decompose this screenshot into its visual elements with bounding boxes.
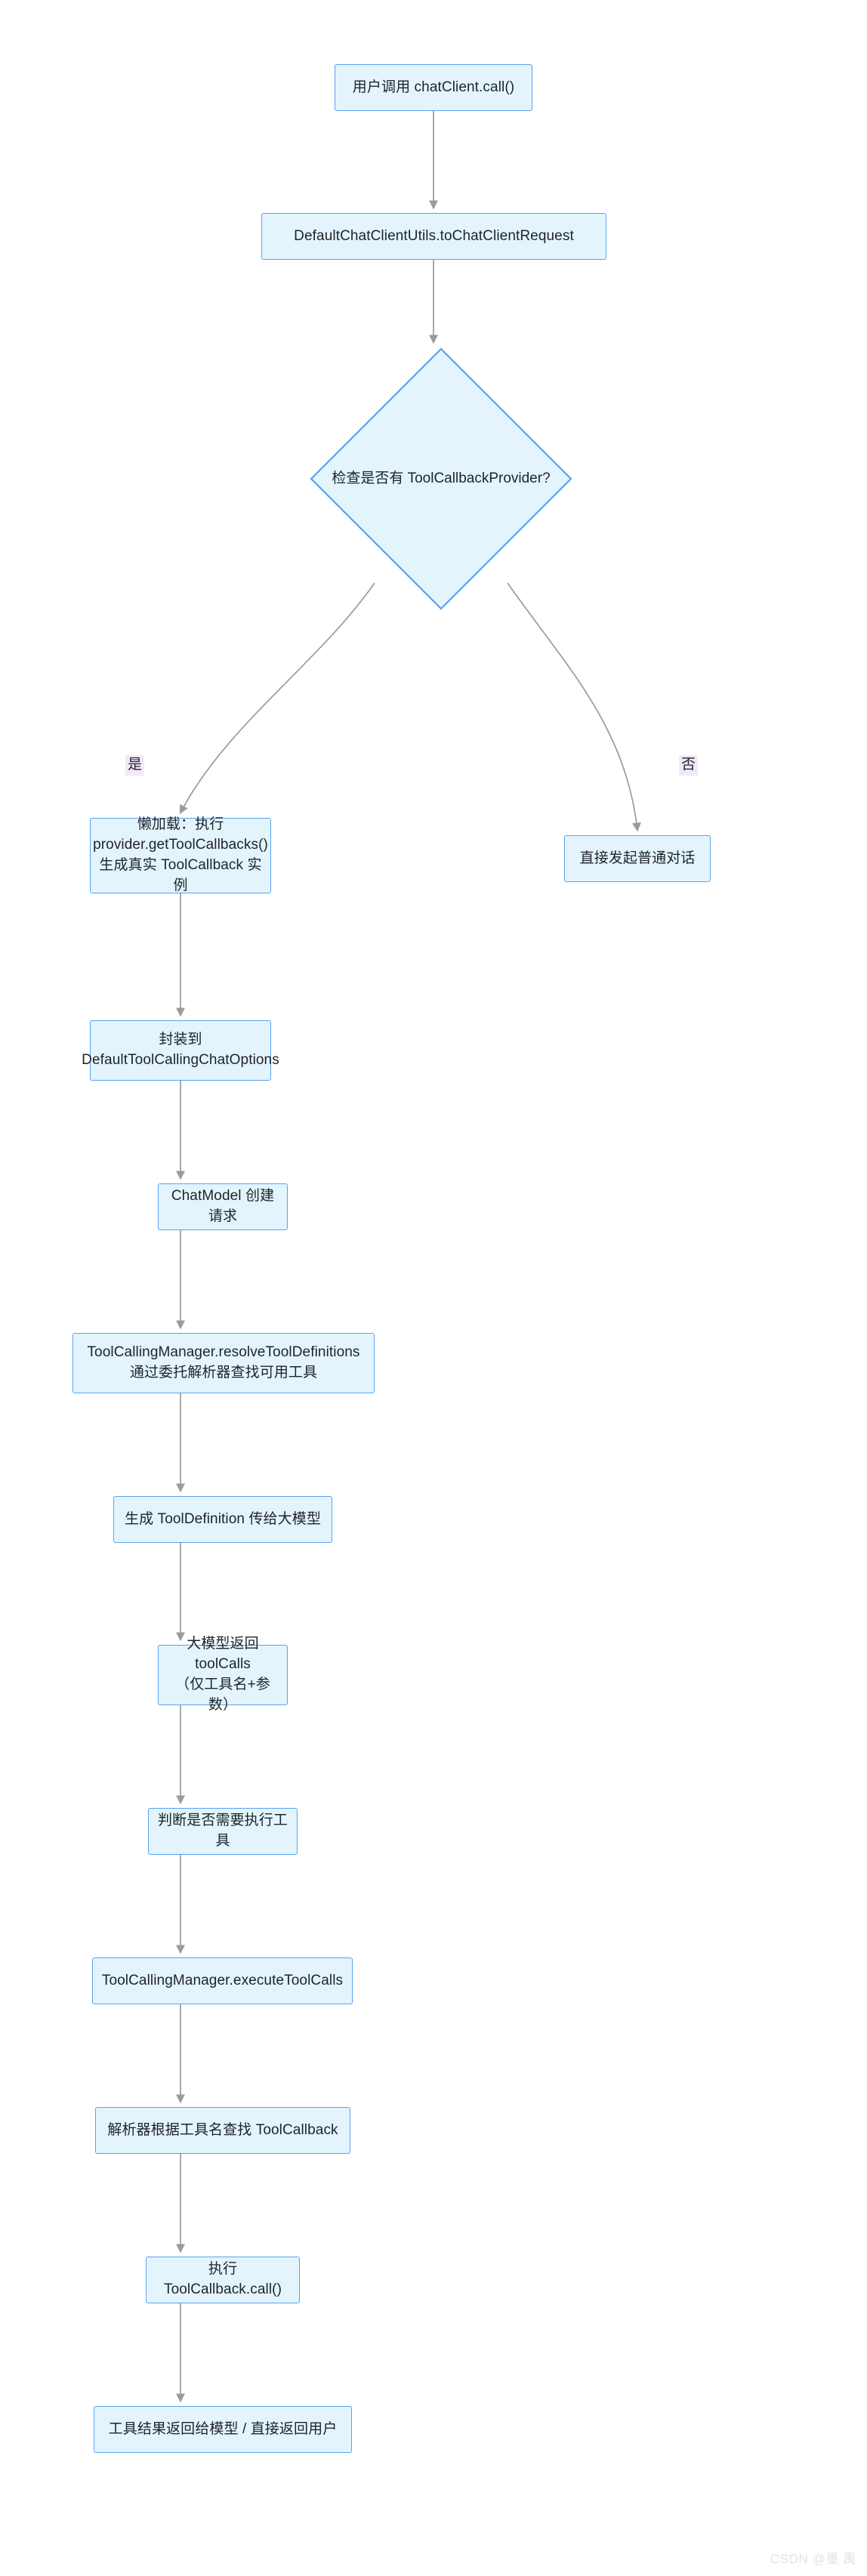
node-wrap-default-toolcalling-chatoptions[interactable]: 封装到 DefaultToolCallingChatOptions — [82, 1020, 279, 1081]
node-invoke-toolcallback-call[interactable]: 执行 ToolCallback.call() — [146, 2257, 300, 2303]
node-plain-conversation[interactable]: 直接发起普通对话 — [564, 835, 711, 882]
node-label: DefaultChatClientUtils.toChatClientReque… — [294, 227, 574, 244]
node-user-calls-chatclient[interactable]: 用户调用 chatClient.call() — [335, 64, 532, 111]
node-label: 用户调用 chatClient.call() — [352, 79, 515, 95]
node-decision-has-toolcallbackprovider[interactable]: 检查是否有 ToolCallbackProvider? — [310, 347, 572, 610]
edge-label-text: 是 — [128, 757, 143, 773]
node-label: 检查是否有 ToolCallbackProvider? — [332, 470, 551, 486]
node-label: 工具结果返回给模型 / 直接返回用户 — [108, 2420, 338, 2437]
watermark: CSDN @墨 禹 — [770, 2548, 856, 2567]
node-label: ToolCallingManager.resolveToolDefinition… — [87, 1344, 360, 1381]
node-generate-tooldefinition[interactable]: 生成 ToolDefinition 传给大模型 — [113, 1496, 332, 1543]
node-resolver-find-toolcallback[interactable]: 解析器根据工具名查找 ToolCallback — [95, 2107, 350, 2154]
node-model-returns-toolcalls[interactable]: 大模型返回 toolCalls （仅工具名+参数） — [158, 1636, 288, 1713]
node-label: 生成 ToolDefinition 传给大模型 — [125, 1510, 321, 1527]
node-chatmodel-create-request[interactable]: ChatModel 创建请求 — [158, 1183, 288, 1230]
node-default-chatclient-utils[interactable]: DefaultChatClientUtils.toChatClientReque… — [261, 213, 606, 260]
node-label-wrapper: 检查是否有 ToolCallbackProvider? — [310, 347, 572, 610]
node-label: 直接发起普通对话 — [579, 850, 696, 866]
watermark-text: CSDN @墨 禹 — [770, 2552, 856, 2566]
node-lazy-load-get-toolcallbacks[interactable]: 懒加载：执行 provider.getToolCallbacks() 生成真实 … — [90, 816, 271, 893]
node-label: 封装到 DefaultToolCallingChatOptions — [82, 1032, 279, 1068]
node-label: 解析器根据工具名查找 ToolCallback — [107, 2121, 338, 2138]
node-label: 懒加载：执行 provider.getToolCallbacks() 生成真实 … — [93, 816, 268, 893]
edge-n3-n5 — [507, 582, 641, 832]
edge-label-no: 否 — [679, 755, 699, 776]
node-return-result[interactable]: 工具结果返回给模型 / 直接返回用户 — [94, 2406, 352, 2453]
node-label: ChatModel 创建请求 — [171, 1188, 275, 1224]
node-label: 大模型返回 toolCalls （仅工具名+参数） — [175, 1636, 270, 1713]
diamond-shape — [310, 347, 572, 610]
node-check-need-execute-tool[interactable]: 判断是否需要执行工具 — [148, 1808, 298, 1855]
node-label: 判断是否需要执行工具 — [158, 1812, 288, 1849]
edge-label-text: 否 — [681, 757, 696, 773]
node-label: 执行 ToolCallback.call() — [163, 2261, 282, 2297]
edge-n3-n4 — [179, 582, 375, 815]
node-execute-tool-calls[interactable]: ToolCallingManager.executeToolCalls — [92, 1957, 353, 2004]
edge-label-yes: 是 — [125, 755, 145, 776]
node-label: ToolCallingManager.executeToolCalls — [101, 1972, 344, 1988]
node-resolve-tool-definitions[interactable]: ToolCallingManager.resolveToolDefinition… — [73, 1333, 375, 1393]
